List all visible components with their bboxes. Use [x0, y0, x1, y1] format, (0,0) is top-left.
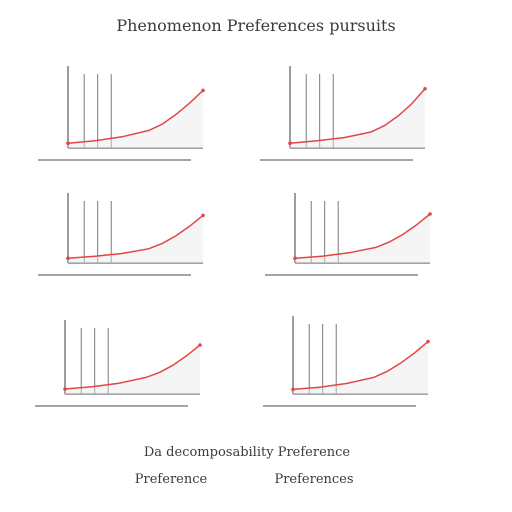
series-area-1: [293, 341, 428, 394]
figure-title: Phenomenon Preferences pursuits: [116, 16, 395, 35]
data-point: [291, 387, 295, 392]
data-point: [288, 141, 292, 145]
chart-panel-3: [38, 193, 205, 276]
series-line-1: [67, 89, 204, 144]
data-point: [426, 339, 430, 344]
series-area-1: [68, 215, 203, 263]
footer-label-right: Preferences: [274, 472, 353, 487]
series-area-1: [68, 90, 203, 148]
data-point: [66, 256, 70, 261]
data-point: [63, 387, 67, 391]
data-point: [66, 141, 70, 145]
chart-panel-6: [263, 316, 430, 407]
chart-panel-5: [35, 320, 202, 407]
data-point: [293, 256, 297, 261]
series-line-1: [292, 341, 429, 391]
series-line-1: [294, 213, 431, 259]
data-point: [423, 87, 427, 91]
series-area-1: [65, 345, 200, 394]
footer-caption: Da decomposability Preference: [144, 445, 351, 460]
series-area-1: [295, 214, 430, 263]
data-point: [198, 343, 202, 347]
chart-panels: [35, 66, 432, 407]
series-line-1: [64, 344, 201, 390]
data-point: [201, 88, 205, 93]
data-point: [201, 213, 205, 218]
chart-panel-2: [260, 66, 427, 161]
series-area-1: [290, 88, 425, 148]
series-line-1: [289, 88, 426, 144]
chart-panel-1: [38, 66, 205, 161]
footer-label-left: Preference: [135, 472, 208, 487]
data-point: [428, 212, 432, 216]
series-line-1: [67, 214, 204, 259]
chart-panel-4: [265, 193, 432, 276]
